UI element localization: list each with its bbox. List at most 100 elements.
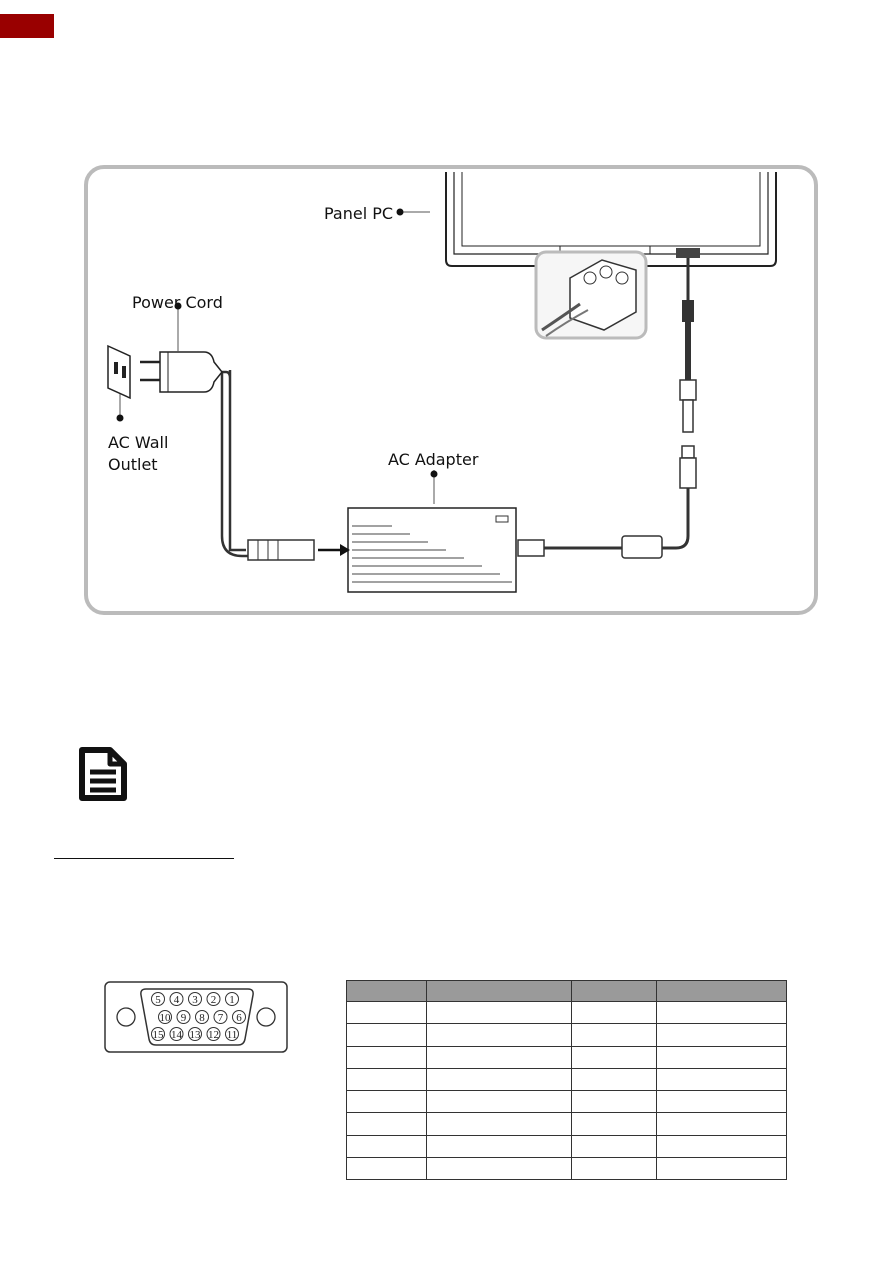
power-cord-plug <box>140 351 223 393</box>
vga-pin <box>232 1010 246 1024</box>
table-row <box>346 1134 787 1158</box>
table-row <box>346 1045 787 1069</box>
panel-pc-pointer-dot <box>396 208 404 216</box>
vga-pin <box>206 1027 221 1041</box>
table-cell <box>346 1156 427 1181</box>
vga-pin <box>188 992 202 1006</box>
terminal-block-detail <box>534 250 648 340</box>
table-cell <box>571 1156 657 1181</box>
vga-mount-hole-right <box>256 1007 276 1027</box>
vga-pin <box>225 1027 239 1041</box>
wall-outlet-label-line2: Outlet <box>108 455 158 474</box>
power-connection-diagram: Panel PC AC Adapter <box>84 165 818 615</box>
table-row <box>346 1089 787 1114</box>
page-marker-tab <box>0 14 54 38</box>
table-cell <box>426 1023 572 1047</box>
wall-outlet-label-line1: AC Wall <box>108 433 168 452</box>
dc-cable <box>517 258 697 559</box>
table-cell <box>571 1134 657 1158</box>
vga-pin-number: 13 <box>190 1029 202 1041</box>
table-header-row <box>346 980 787 1002</box>
diagram-frame <box>84 165 818 615</box>
vga-pin <box>225 992 239 1006</box>
table-cell <box>426 1156 572 1181</box>
vga-pin-number: 2 <box>211 994 217 1006</box>
vga-mount-hole-left <box>116 1007 136 1027</box>
table-cell <box>426 1000 572 1025</box>
table-cell <box>571 1067 657 1092</box>
pin-assignment-table <box>346 980 787 1181</box>
vga-pin <box>169 992 184 1006</box>
table-header-cell <box>426 980 572 1002</box>
table-cell <box>426 1134 572 1158</box>
table-cell <box>346 1112 427 1136</box>
table-row <box>346 1023 787 1047</box>
vga-pin-number: 4 <box>174 994 180 1006</box>
table-cell <box>656 1089 787 1114</box>
table-cell <box>656 1045 787 1069</box>
panel-pc-label: Panel PC <box>324 204 393 223</box>
table-header-cell <box>571 980 657 1002</box>
iec-plug <box>247 539 350 561</box>
ac-adapter-pointer-dot <box>430 470 438 478</box>
table-cell <box>656 1067 787 1092</box>
table-cell <box>571 1112 657 1136</box>
table-header-cell <box>346 980 427 1002</box>
table-cell <box>656 1023 787 1047</box>
section-heading-underline <box>54 858 234 859</box>
table-row <box>346 1000 787 1025</box>
vga-pin-number: 6 <box>236 1012 242 1024</box>
table-cell <box>656 1000 787 1025</box>
vga-pin <box>176 1010 191 1024</box>
vga-pin-number: 9 <box>181 1012 187 1024</box>
vga-pin <box>151 992 165 1006</box>
vga-pin <box>206 992 221 1006</box>
power-cord-pointer-dot <box>174 302 182 310</box>
vga-pin-number: 1 <box>229 994 235 1006</box>
vga-pin-number: 5 <box>155 994 161 1006</box>
table-row <box>346 1112 787 1136</box>
table-cell <box>571 1089 657 1114</box>
vga-pin-number: 11 <box>227 1029 238 1041</box>
vga-pin-number: 10 <box>160 1012 172 1024</box>
table-cell <box>571 1000 657 1025</box>
vga-pin <box>169 1027 184 1041</box>
table-cell <box>656 1156 787 1181</box>
table-cell <box>656 1134 787 1158</box>
vga-pin <box>195 1010 209 1024</box>
vga-pin <box>213 1010 228 1024</box>
ac-adapter-label: AC Adapter <box>388 450 479 469</box>
table-cell <box>346 1089 427 1114</box>
ac-adapter <box>347 507 517 593</box>
table-cell <box>571 1045 657 1069</box>
vga-pin-number: 15 <box>153 1029 165 1041</box>
vga-pin <box>188 1027 202 1041</box>
vga-pin-number: 7 <box>218 1012 224 1024</box>
table-cell <box>346 1067 427 1092</box>
power-cord-label: Power Cord <box>132 293 223 312</box>
table-header-cell <box>656 980 787 1002</box>
wall-outlet-pointer-dot <box>116 414 124 422</box>
table-cell <box>426 1067 572 1092</box>
vga-pin-number: 14 <box>171 1029 183 1041</box>
table-cell <box>656 1112 787 1136</box>
table-cell <box>426 1089 572 1114</box>
table-cell <box>426 1045 572 1069</box>
vga-pin <box>151 1027 165 1041</box>
table-row <box>346 1156 787 1181</box>
table-cell <box>346 1045 427 1069</box>
table-row <box>346 1067 787 1092</box>
table-cell <box>346 1023 427 1047</box>
vga-pin-number: 12 <box>208 1029 219 1041</box>
table-cell <box>346 1000 427 1025</box>
vga-pin-number: 3 <box>192 994 198 1006</box>
table-cell <box>571 1023 657 1047</box>
vga-pin-number: 8 <box>199 1012 205 1024</box>
ac-wall-outlet <box>107 344 131 400</box>
table-cell <box>426 1112 572 1136</box>
note-document-icon <box>79 747 127 801</box>
table-cell <box>346 1134 427 1158</box>
vga-pin <box>158 1010 172 1024</box>
power-cord-wire <box>220 370 248 558</box>
